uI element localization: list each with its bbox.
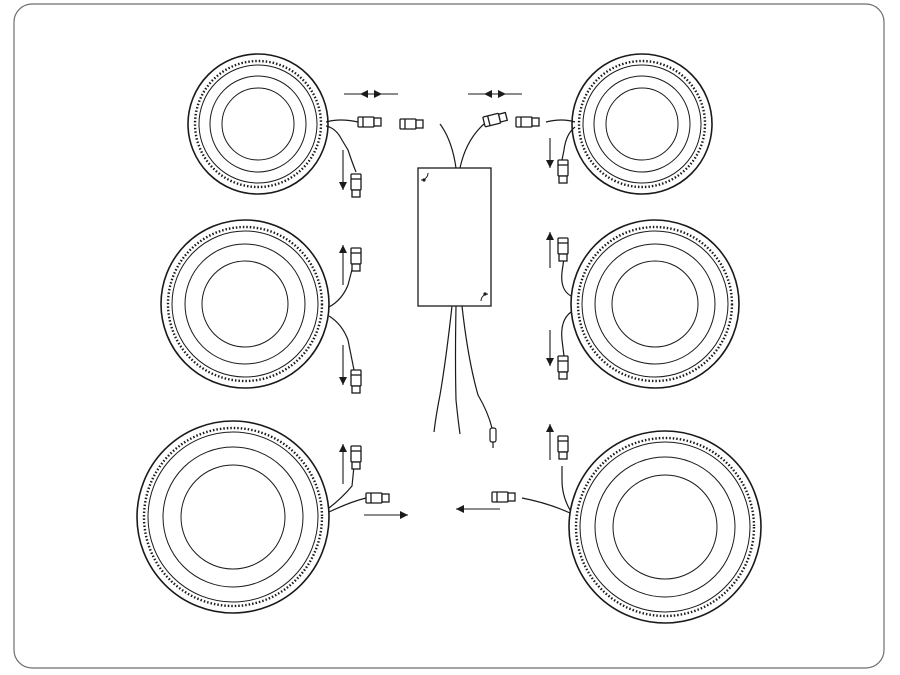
arrow-head [339, 245, 347, 253]
arrow-head [339, 182, 347, 190]
arrow-head [484, 90, 492, 98]
arrow-head [339, 377, 347, 385]
outer-frame [13, 3, 885, 669]
arrow-head [456, 505, 464, 513]
wires [325, 119, 576, 514]
arrow-head [546, 358, 554, 366]
arrow-head [360, 90, 368, 98]
arrow-head [546, 232, 554, 240]
light-middle-left [160, 219, 330, 389]
connectors [350, 110, 569, 504]
light-top-left [187, 53, 329, 195]
light-top-right [571, 53, 713, 195]
arrows [339, 90, 554, 519]
arrow-head [546, 424, 554, 432]
driver-box [417, 167, 492, 307]
light-bottom-left [136, 420, 330, 614]
arrow-head [339, 444, 347, 452]
arrow-head [400, 511, 408, 519]
light-middle-right [570, 219, 740, 389]
light-bottom-right [568, 430, 762, 624]
arrow-head [546, 160, 554, 168]
